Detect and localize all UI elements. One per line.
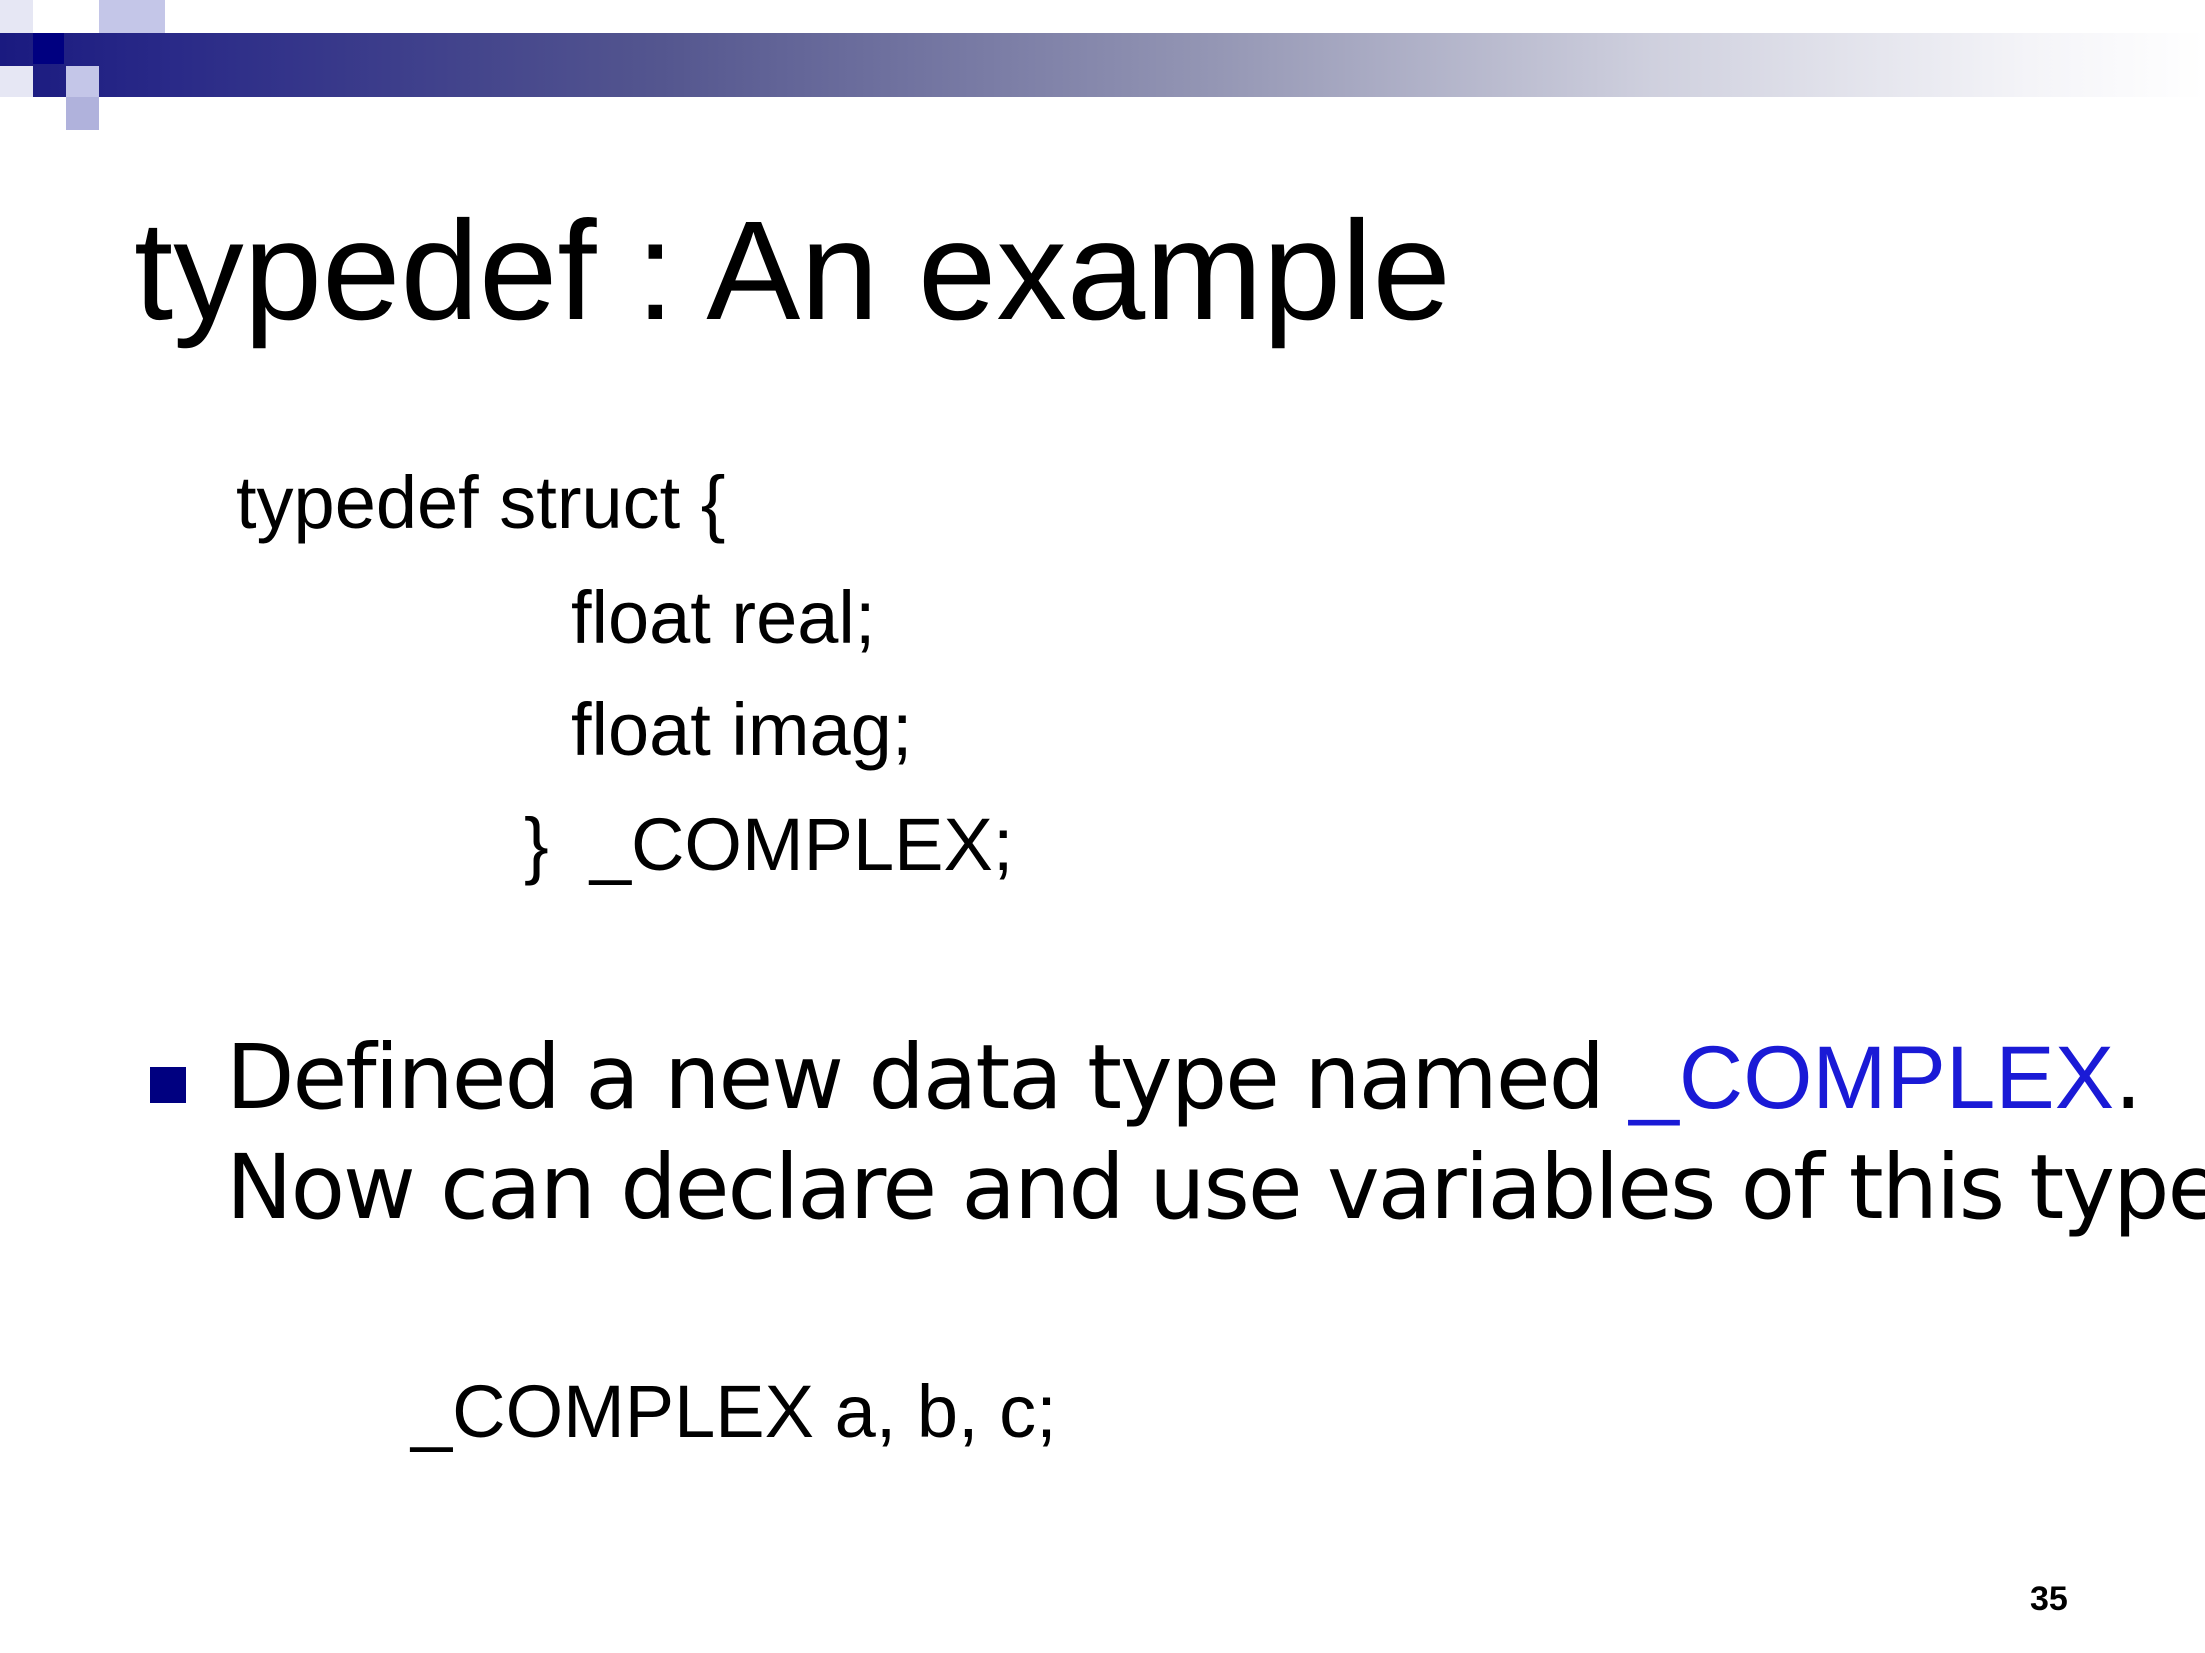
bullet-square-icon: [150, 1067, 186, 1103]
logo-square-dark: [33, 33, 64, 64]
logo-square-light: [0, 0, 33, 33]
logo-square-light: [66, 66, 99, 97]
code-line-struct-open: typedef struct {: [236, 461, 726, 544]
code-line-imag: float imag;: [571, 688, 913, 771]
bullet-line-1: Defined a new data type named _COMPLEX.: [226, 1033, 2142, 1122]
code-declaration: _COMPLEX a, b, c;: [411, 1370, 1057, 1453]
logo-square-light: [0, 66, 33, 97]
logo-square-light: [66, 97, 99, 130]
bullet-line-1-suffix: .: [2114, 1025, 2142, 1129]
logo-square-light: [99, 0, 165, 33]
bullet-line-2: Now can declare and use variables of thi…: [226, 1135, 2205, 1239]
code-line-real: float real;: [571, 576, 876, 659]
header-gradient-bar: [0, 33, 2205, 97]
bullet-line-1-prefix: Defined a new data type named: [226, 1025, 1630, 1129]
bullet-highlight-type: _COMPLEX: [1629, 1027, 2115, 1127]
slide-title: typedef : An example: [134, 191, 1451, 349]
page-number: 35: [2030, 1580, 2068, 1618]
code-line-struct-close: } _COMPLEX;: [524, 803, 1014, 886]
